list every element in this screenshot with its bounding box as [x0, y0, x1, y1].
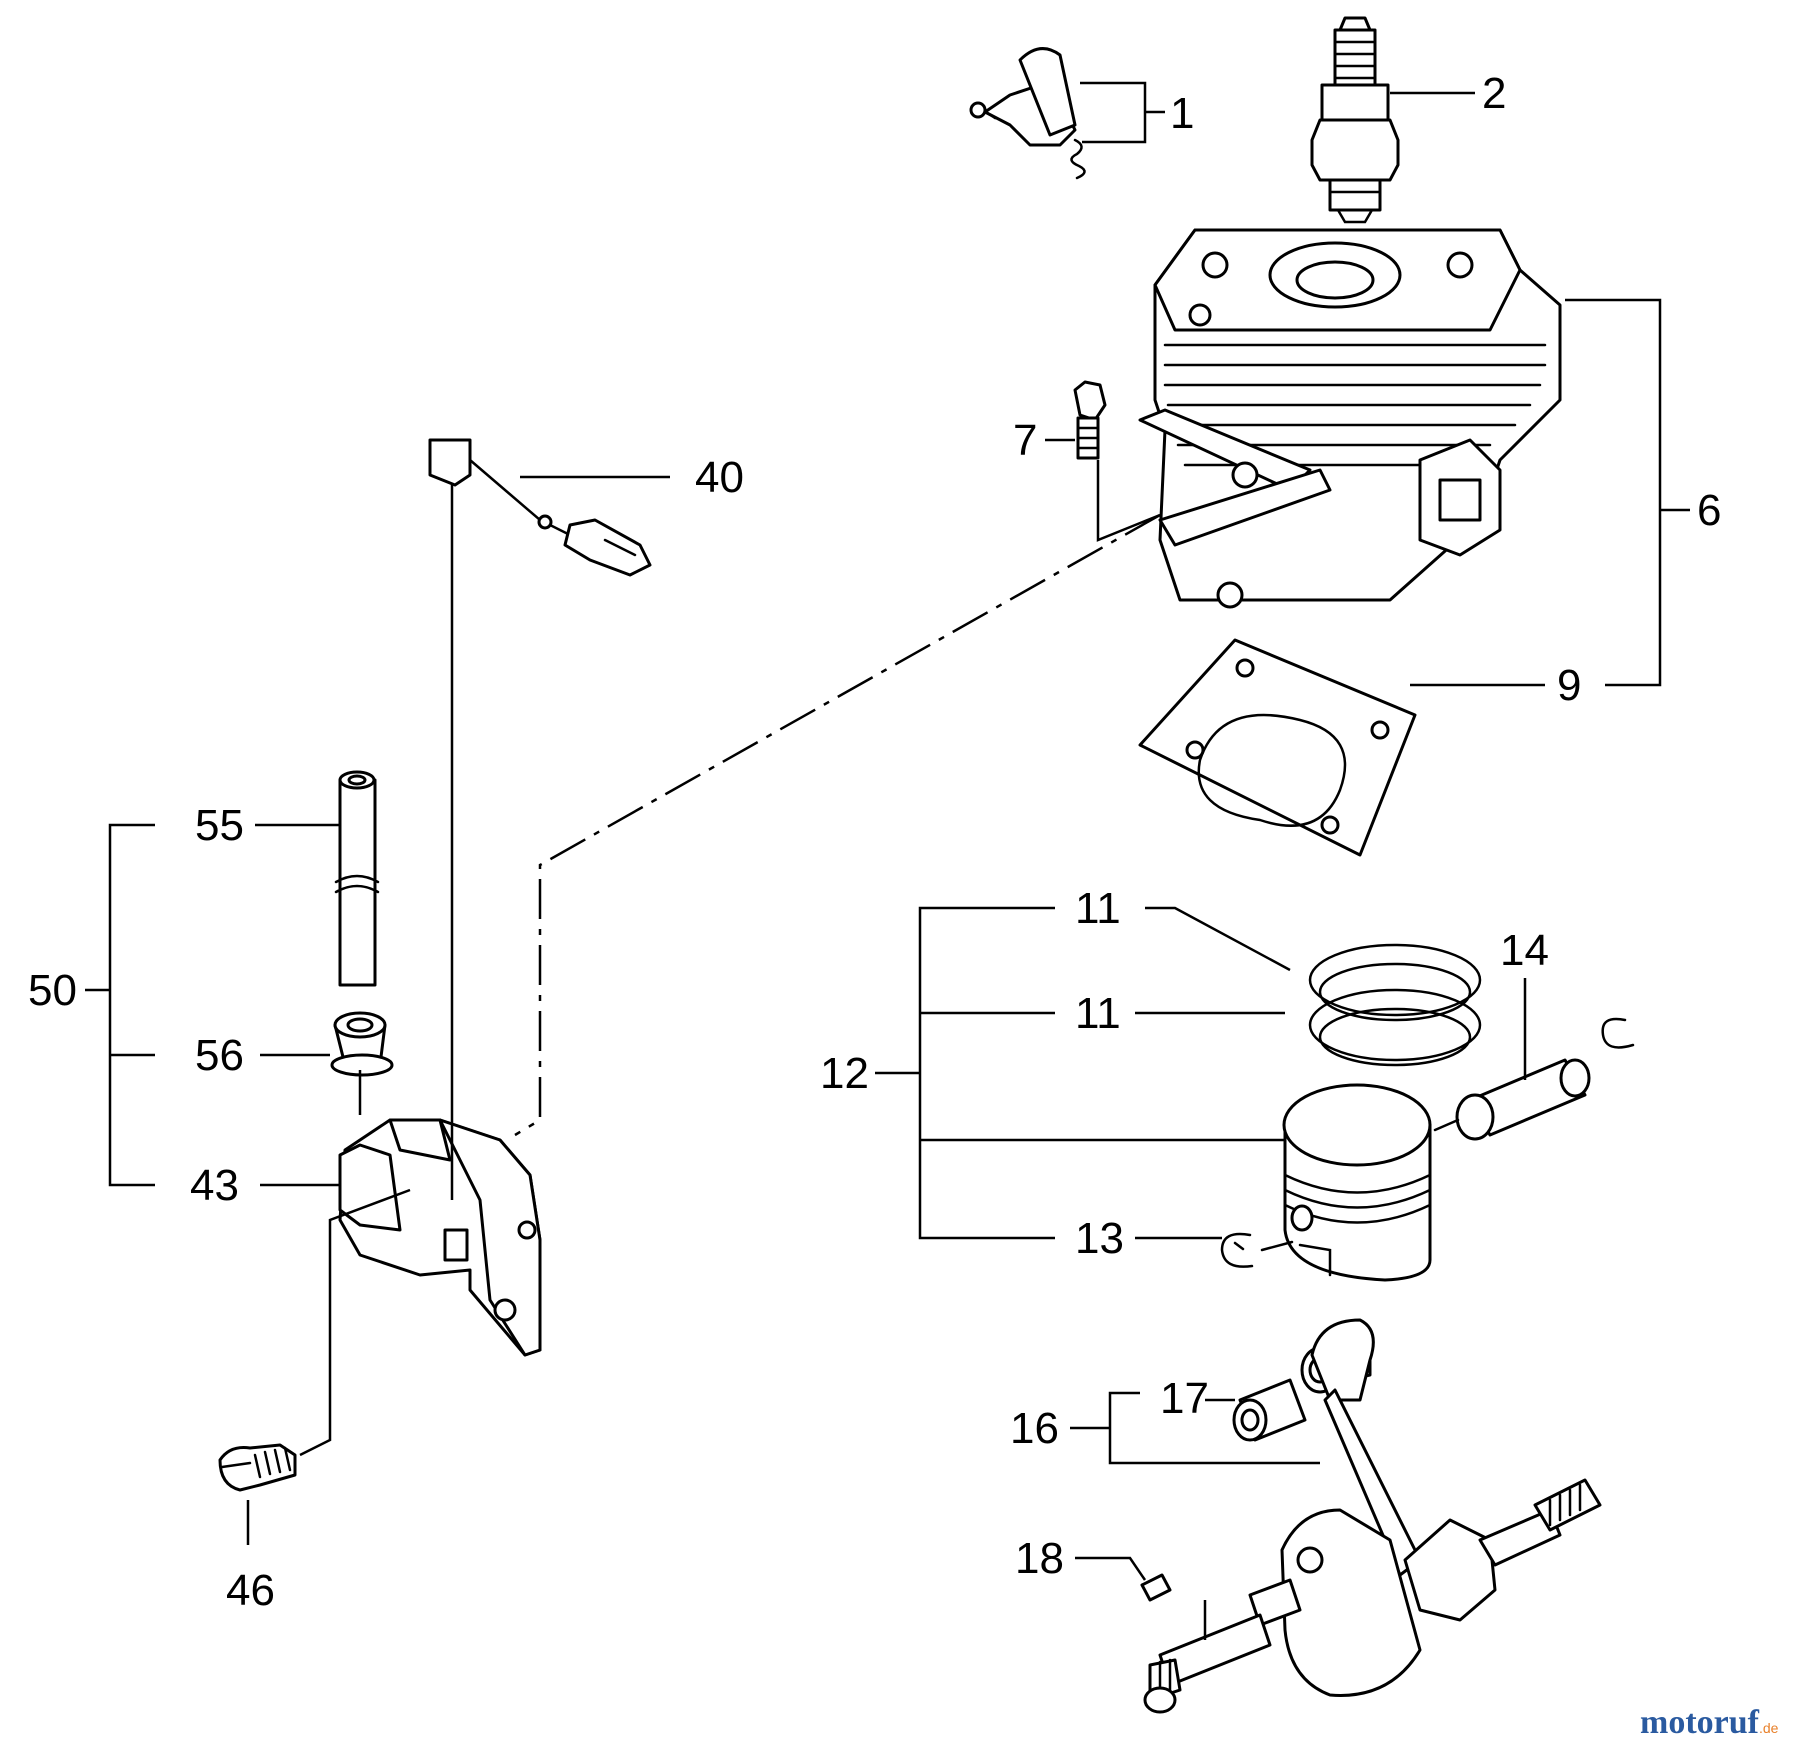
watermark-brand: motoruf [1640, 1704, 1760, 1741]
piston-circlip [1220, 1232, 1294, 1268]
label-9: 9 [1557, 661, 1581, 710]
crank-key [1140, 1573, 1207, 1640]
piston [1282, 1083, 1432, 1282]
piston-pin [1433, 1017, 1635, 1141]
label-11-bottom: 11 [1075, 989, 1121, 1038]
label-56: 56 [195, 1031, 244, 1080]
label-18: 18 [1015, 1534, 1064, 1583]
label-16: 16 [1010, 1404, 1059, 1453]
label-50: 50 [28, 966, 77, 1015]
cylinder-nipple [1073, 380, 1107, 460]
leader-lines [85, 81, 1690, 1581]
piston-rings [1308, 943, 1482, 1067]
label-40: 40 [695, 453, 744, 502]
ignition-coil [338, 1118, 542, 1357]
label-6: 6 [1697, 486, 1721, 535]
watermark-logo: motoruf.de [1640, 1704, 1779, 1741]
watermark-tld: .de [1759, 1720, 1779, 1736]
ignition-lead [428, 438, 652, 577]
cylinder [1138, 228, 1562, 609]
crankshaft [1143, 1318, 1602, 1714]
label-43: 43 [190, 1161, 239, 1210]
label-55: 55 [195, 801, 244, 850]
label-11-top: 11 [1075, 884, 1121, 933]
label-17: 17 [1160, 1374, 1209, 1423]
assembly-lines [358, 460, 1161, 1200]
label-1: 1 [1170, 89, 1194, 138]
svg-text:motoruf.de: motoruf.de [1640, 1704, 1779, 1741]
label-13: 13 [1075, 1214, 1124, 1263]
spark-plug-boot [969, 47, 1086, 180]
spark-plug [1310, 16, 1400, 224]
tube [334, 770, 380, 987]
grommet [330, 1011, 394, 1077]
part-labels: 1 2 6 7 9 11 11 12 13 14 16 17 18 40 43 … [28, 69, 1721, 1615]
label-12: 12 [820, 1049, 869, 1098]
label-7: 7 [1013, 416, 1037, 465]
label-2: 2 [1482, 69, 1506, 118]
label-14: 14 [1500, 926, 1549, 975]
cylinder-gasket [1138, 638, 1417, 857]
coil-screw [218, 1443, 297, 1492]
label-46: 46 [226, 1566, 275, 1615]
crank-bearing [1232, 1378, 1307, 1442]
